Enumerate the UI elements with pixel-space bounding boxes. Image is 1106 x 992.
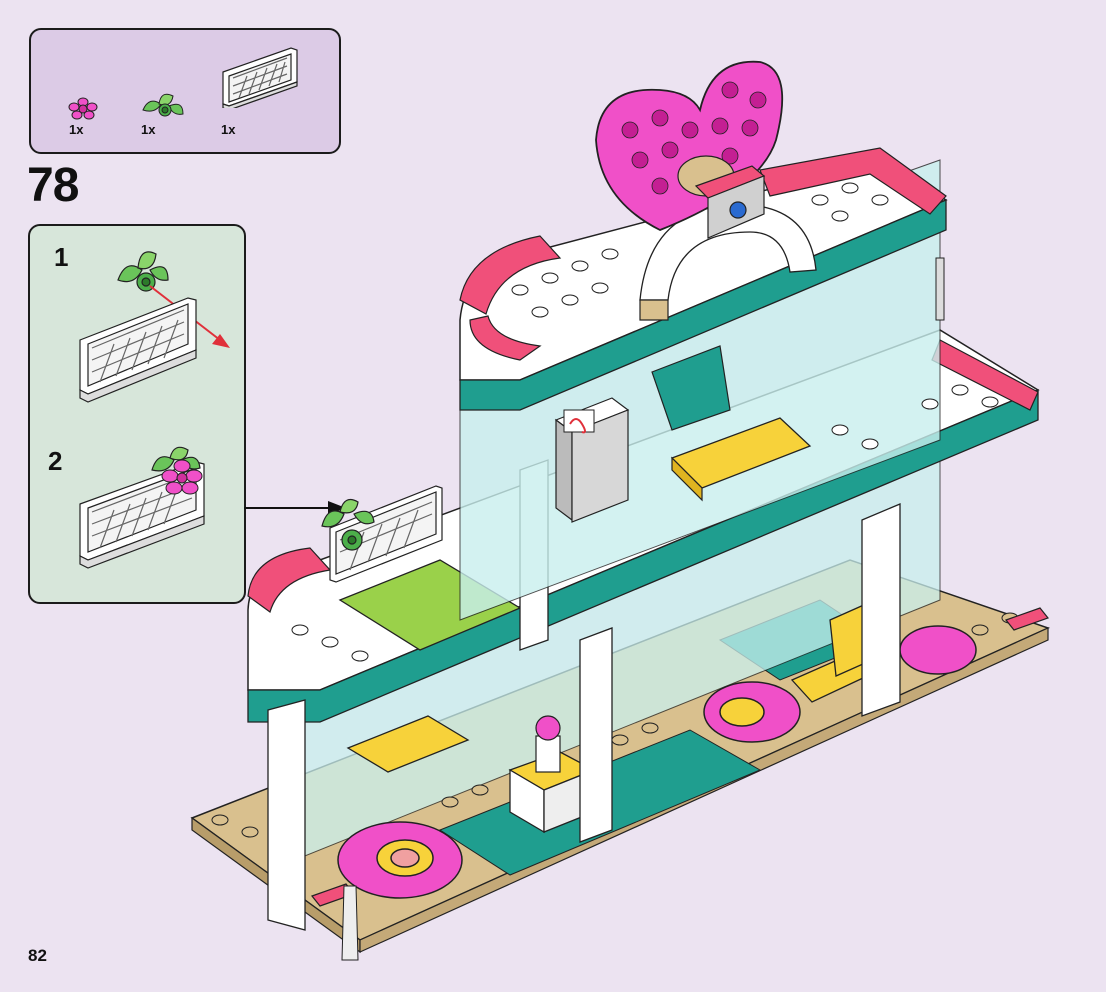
second-floor — [459, 147, 948, 411]
camera-icon — [694, 165, 766, 239]
white-fence-icon — [79, 297, 197, 403]
parts-list-panel: 1x 1x 1x — [29, 28, 341, 154]
pink-flower-icon — [68, 97, 98, 120]
green-leaves-icon — [151, 446, 201, 472]
substep-panel: 1 2 — [28, 224, 246, 604]
substep-1-illustration — [79, 251, 230, 403]
page-number: 82 — [28, 946, 47, 965]
part-qty: 1x — [221, 122, 236, 137]
part-qty: 1x — [69, 122, 84, 137]
part-qty: 1x — [141, 122, 156, 137]
substep-label-2: 2 — [48, 446, 63, 476]
green-leaves-icon — [321, 499, 375, 551]
white-fence-icon — [329, 485, 443, 583]
round-table — [703, 681, 801, 743]
white-fence-icon — [222, 47, 298, 108]
pink-flower-icon — [161, 459, 203, 495]
ecg-machine — [554, 397, 630, 523]
round-table — [899, 625, 977, 675]
round-table — [337, 821, 463, 899]
step-number: 78 — [27, 159, 79, 212]
substep-2-illustration — [79, 446, 205, 569]
studs — [291, 182, 999, 662]
hospital-model-illustration — [190, 60, 1051, 961]
green-leaves-icon — [142, 93, 184, 117]
substep-label-1: 1 — [54, 242, 69, 272]
green-leaves-icon — [117, 251, 169, 292]
